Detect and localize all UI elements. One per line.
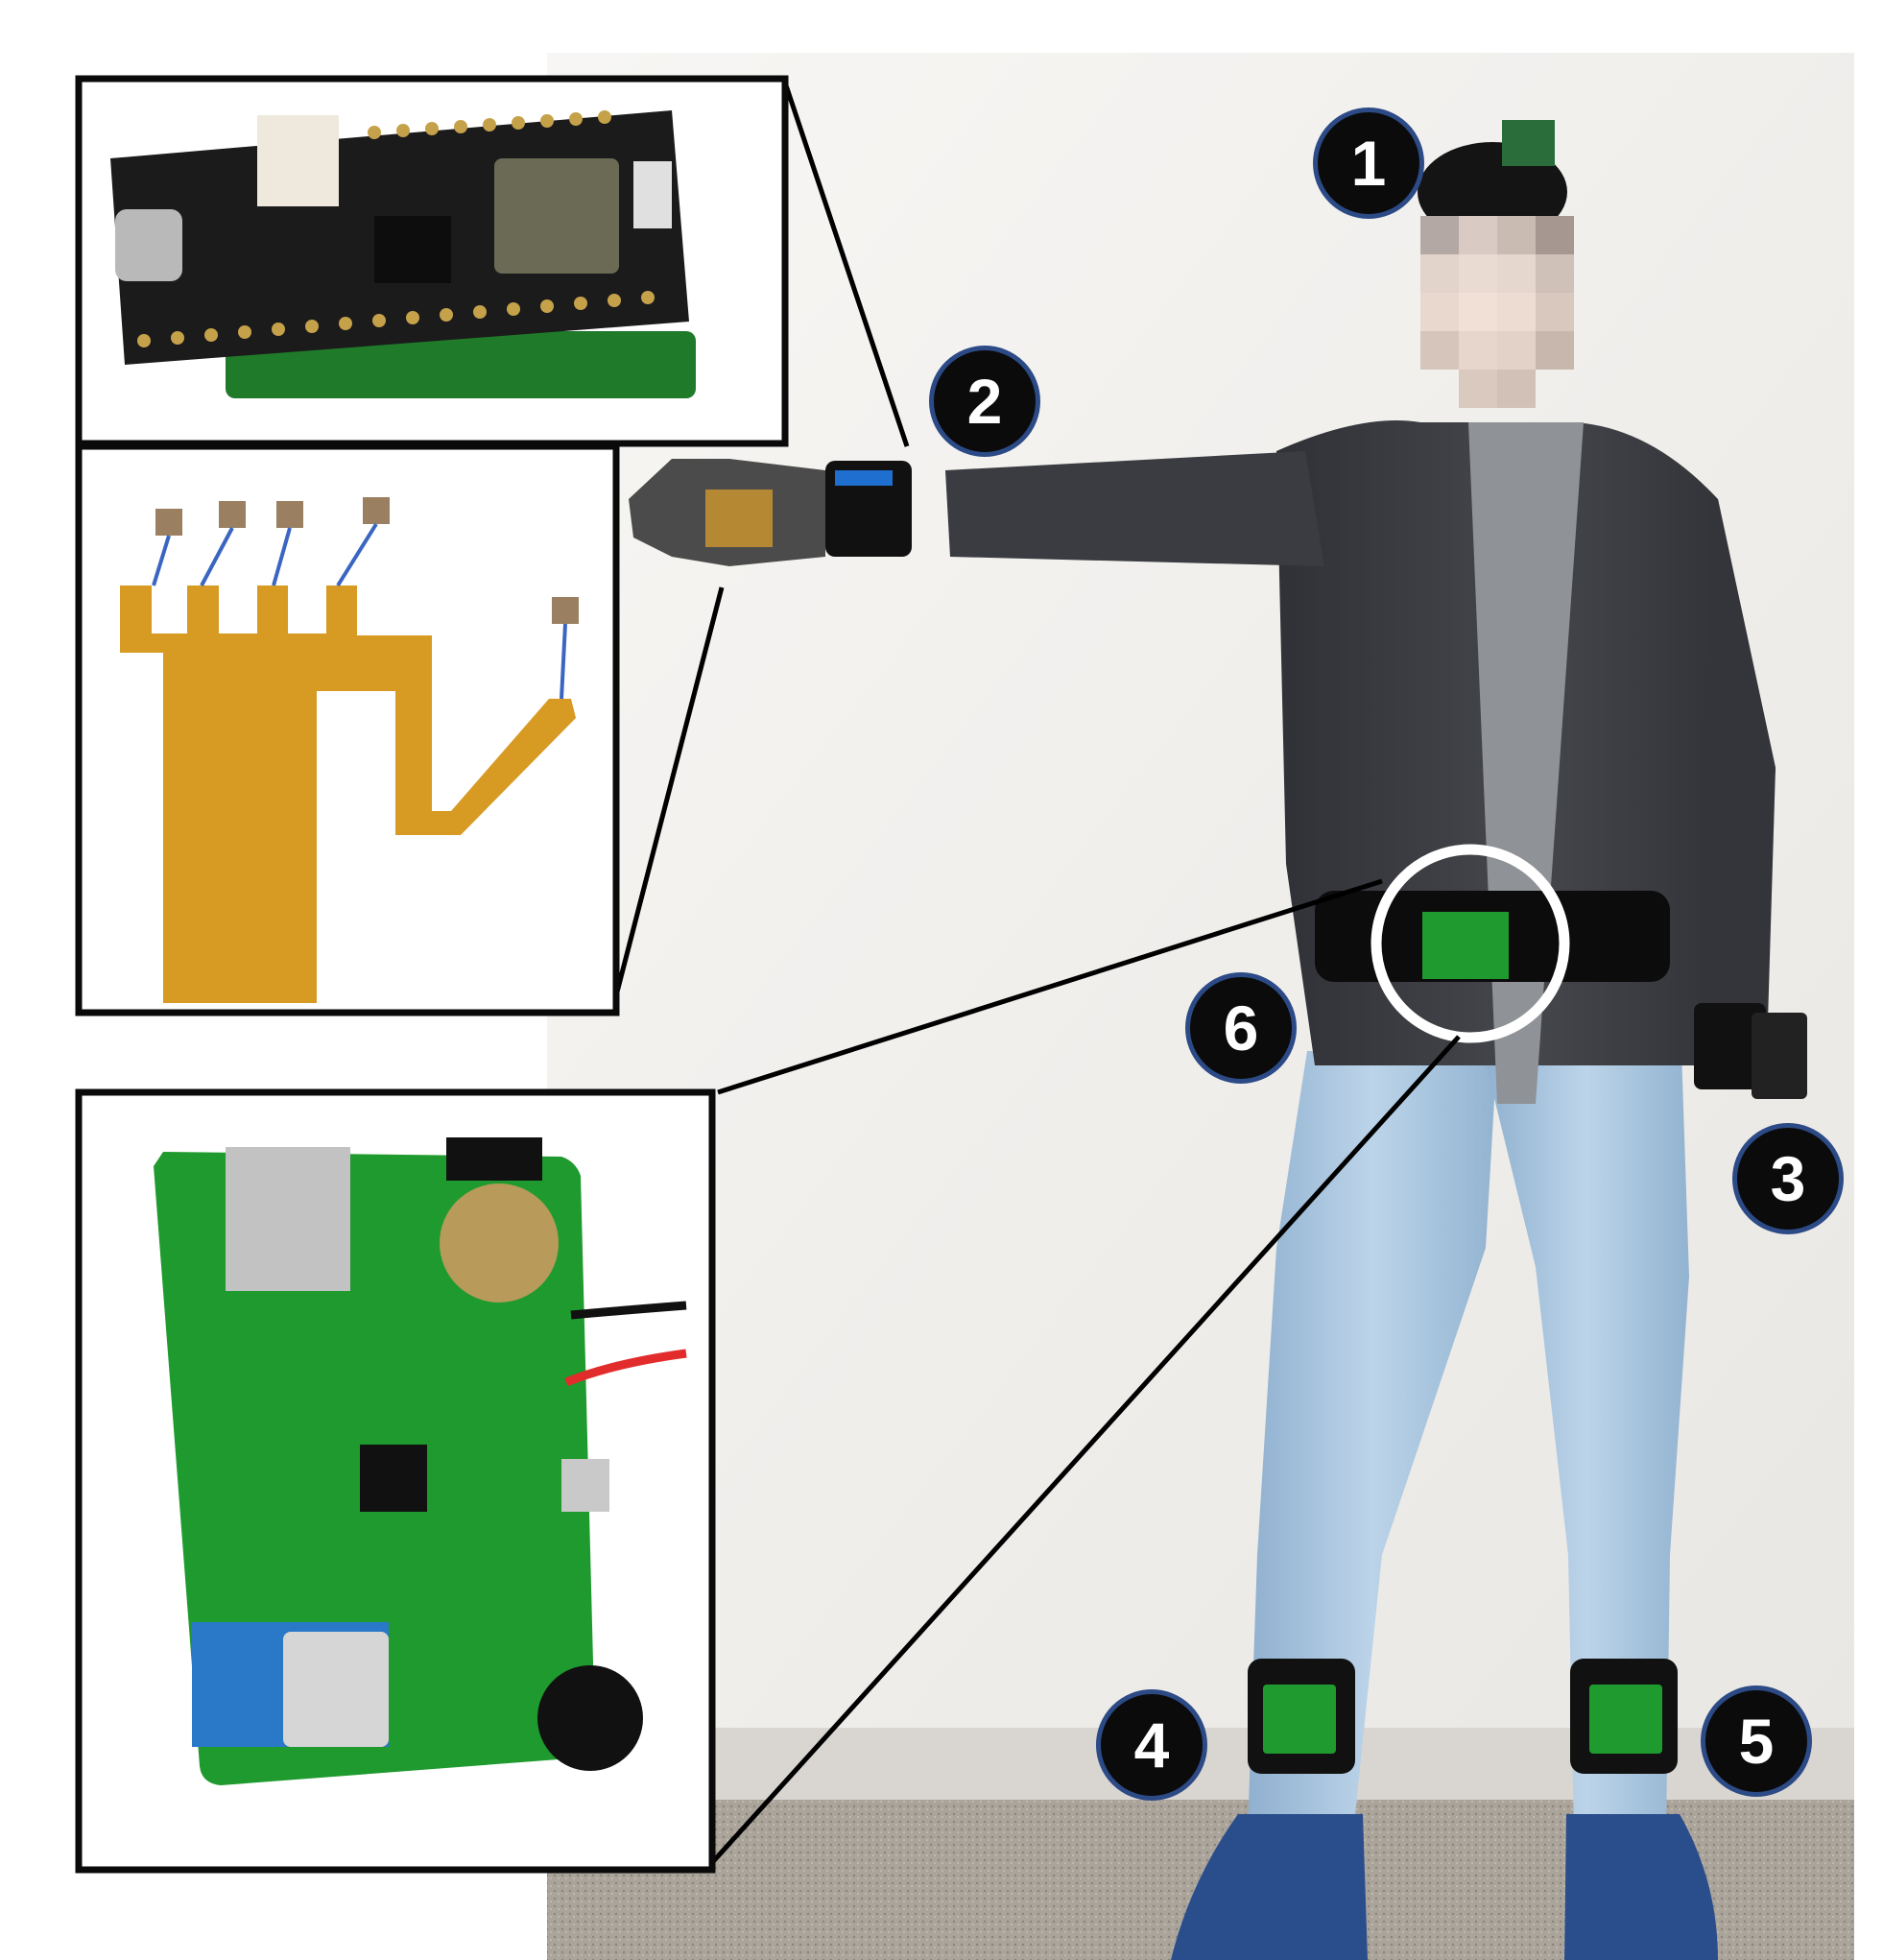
right-wrist-band <box>1694 1003 1766 1089</box>
usb-c-port <box>115 209 182 281</box>
inset-main-pcb <box>75 1088 716 1874</box>
badge-2: 2 <box>929 346 1040 457</box>
flex-sensor-nodes <box>155 497 579 624</box>
callout-lines <box>611 82 1461 1869</box>
header-pins <box>137 110 655 347</box>
badge-3: 3 <box>1732 1123 1844 1234</box>
micro-usb-port <box>561 1459 609 1512</box>
battery-holder-clip <box>446 1137 542 1181</box>
badge-1: 1 <box>1313 108 1424 219</box>
person <box>629 120 1807 1960</box>
ble-module-shield <box>283 1632 389 1747</box>
left-shoe <box>1171 1814 1368 1960</box>
chip-antenna <box>633 161 672 228</box>
flex-pcb-trace <box>120 586 576 1003</box>
flex-sensor-wires <box>152 522 567 700</box>
waist-sensor-board <box>1422 912 1509 979</box>
head-sensor <box>1502 120 1555 166</box>
jst-connector <box>257 115 339 206</box>
pixelated-face <box>1420 216 1574 408</box>
left-leg-jeans <box>1248 1051 1497 1833</box>
inset-devboard <box>75 75 789 447</box>
badge-4: 4 <box>1096 1689 1207 1801</box>
hanging-arm <box>1699 499 1776 1085</box>
right-shoe <box>1564 1814 1718 1960</box>
right-ankle-sensor <box>1589 1685 1662 1754</box>
badge-5: 5 <box>1701 1685 1812 1797</box>
glove-flex-sensor <box>705 490 773 547</box>
mcu-chip <box>374 216 451 283</box>
battery-wire-black <box>570 1301 687 1320</box>
left-ankle-sensor <box>1263 1685 1336 1754</box>
sd-card-slot <box>226 1147 350 1291</box>
waist-highlight-circle <box>1371 844 1570 1043</box>
inset-flex-pcb <box>75 442 620 1016</box>
rf-module <box>494 158 619 274</box>
right-wrist-sensor <box>1752 1013 1807 1099</box>
main-mcu-chip <box>360 1445 427 1512</box>
buzzer <box>537 1665 643 1771</box>
battery-wire-red <box>564 1349 687 1387</box>
badge-6: 6 <box>1185 972 1297 1084</box>
extended-arm <box>945 451 1324 566</box>
right-leg-jeans <box>1483 1051 1689 1833</box>
coin-cell-battery <box>440 1183 559 1303</box>
wrist-strap-accent <box>835 470 893 486</box>
